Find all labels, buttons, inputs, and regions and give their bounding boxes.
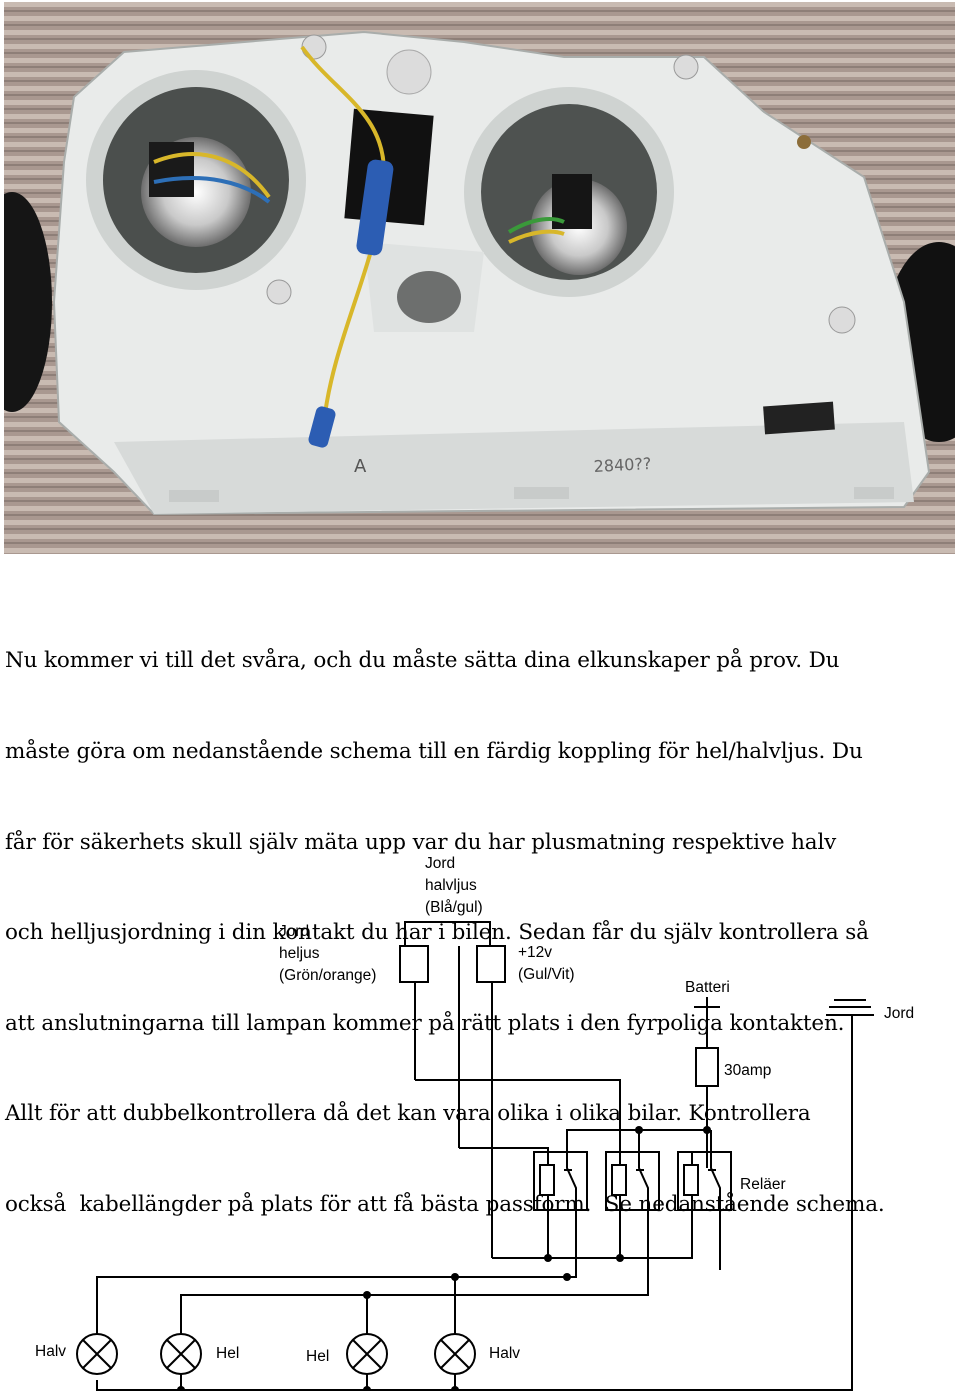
label-lamp-hel-1: Hel (216, 1345, 239, 1362)
svg-text:(Gul/Vit): (Gul/Vit) (518, 966, 575, 983)
label-fuse-30amp: 30amp (724, 1062, 771, 1079)
paragraph-line: också kabellängder på plats för att få b… (5, 1192, 885, 1218)
paragraph-line: att anslutningarna till lampan kommer på… (5, 1010, 845, 1036)
paragraph-line: Allt för att dubbelkontrollera då det ka… (5, 1101, 811, 1127)
label-lamp-halv-2: Halv (489, 1345, 520, 1362)
instruction-paragraph: Nu kommer vi till det svåra, och du måst… (5, 586, 955, 1250)
housing-number: 2840?? (593, 454, 652, 476)
label-batteri: Batteri (685, 979, 730, 996)
svg-text:halvljus: halvljus (425, 877, 477, 894)
label-jord-ground: Jord (884, 1005, 914, 1022)
ground-symbol (826, 999, 874, 1290)
label-lamp-halv-1: Halv (35, 1343, 66, 1360)
label-jord-heljus: Jord heljus (Grön/orange) (279, 923, 376, 984)
housing-marking: A (354, 456, 367, 477)
paragraph-line: måste göra om nedanstående schema till e… (5, 739, 863, 765)
paragraph-line: och helljusjordning i din kontakt du har… (5, 920, 869, 946)
label-relays: Reläer (740, 1176, 786, 1193)
svg-text:Jord: Jord (425, 855, 455, 872)
paragraph-line: får för säkerhets skull själv mäta upp v… (5, 829, 837, 855)
headlight-housing-photo: A 2840?? (4, 2, 955, 554)
svg-text:Jord: Jord (279, 923, 309, 940)
svg-text:(Grön/orange): (Grön/orange) (279, 967, 376, 984)
label-lamp-hel-2: Hel (306, 1348, 329, 1365)
paragraph-line: Nu kommer vi till det svåra, och du måst… (5, 648, 840, 674)
rubber-cap-left (4, 192, 52, 412)
label-jord-halvljus: Jord halvljus (Blå/gul) (425, 855, 483, 916)
svg-text:(Blå/gul): (Blå/gul) (425, 899, 483, 916)
wiring-schematic: Jord halvljus (Blå/gul) Jord heljus (Grö… (35, 855, 914, 1391)
lamp-halv-2 (434, 1333, 476, 1375)
lamp-hel-1 (160, 1333, 202, 1375)
svg-text:heljus: heljus (279, 945, 320, 962)
relay-bank (533, 1151, 732, 1211)
svg-text:+12v: +12v (518, 944, 552, 961)
connector (399, 921, 506, 1258)
lamp-hel-2 (346, 1333, 388, 1375)
wires (96, 1079, 853, 1391)
lamp-halv-1 (76, 1333, 118, 1375)
label-plus12v: +12v (Gul/Vit) (518, 944, 575, 983)
